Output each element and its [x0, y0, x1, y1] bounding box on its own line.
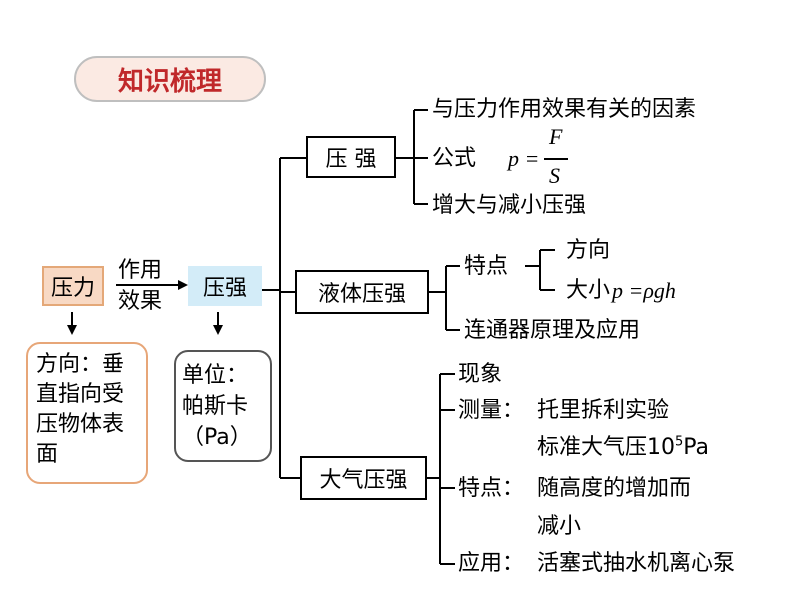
measure-line-2-suffix: Pa — [683, 435, 710, 460]
factors-text: 与压力作用效果有关的因素 — [432, 97, 697, 122]
atmosphere-features-line-1: 随高度的增加而 — [537, 476, 692, 501]
pressure-label: 压强 — [202, 276, 247, 301]
atmosphere-features-label: 特点： — [458, 476, 525, 501]
liquid-pressure-label: 液体压强 — [317, 282, 406, 307]
liquid-features-label: 特点 — [464, 254, 509, 279]
measure-label: 测量： — [458, 398, 525, 423]
measure-line-2-prefix: 标准大气压10 — [537, 435, 675, 460]
atmosphere-features-line-2: 减小 — [537, 514, 582, 539]
liquid-size-label: 大小 — [566, 278, 611, 303]
atmospheric-pressure-label: 大气压强 — [319, 468, 408, 493]
unit-line-1: 单位： — [182, 363, 249, 388]
direction-box: 方向：垂 直指向受 压物体表 面 — [26, 342, 148, 484]
liquid-direction-text: 方向 — [566, 238, 611, 263]
formula-denominator: S — [549, 163, 560, 188]
formula-label: 公式 — [432, 146, 477, 171]
formula-lhs: p = — [508, 146, 540, 171]
force-label: 压力 — [50, 276, 95, 301]
application-text: 活塞式抽水机离心泵 — [537, 551, 736, 576]
direction-line-3: 压物体表 — [36, 412, 125, 437]
direction-line-2: 直指向受 — [36, 382, 125, 407]
atmospheric-pressure-box: 大气压强 — [300, 456, 427, 500]
change-pressure-text: 增大与减小压强 — [432, 193, 587, 218]
phenomenon-text: 现象 — [458, 362, 503, 387]
force-box: 压力 — [42, 266, 104, 306]
measure-line-1: 托里拆利实验 — [537, 398, 670, 423]
direction-line-1: 方向：垂 — [36, 352, 125, 377]
liquid-pressure-box: 液体压强 — [295, 270, 429, 314]
relation-label-line2: 效果 — [118, 289, 163, 314]
unit-line-2: 帕斯卡 — [182, 394, 249, 419]
application-label: 应用： — [458, 551, 525, 576]
title-text: 知识梳理 — [117, 66, 222, 97]
unit-box: 单位： 帕斯卡 （Pa） — [174, 350, 272, 462]
connected-vessels-text: 连通器原理及应用 — [464, 318, 641, 343]
formula-numerator: F — [549, 124, 563, 149]
unit-line-3: （Pa） — [182, 425, 252, 450]
liquid-size-formula: p =ρgh — [612, 278, 676, 303]
title-badge: 知识梳理 — [74, 56, 266, 102]
solid-pressure-box: 压 强 — [306, 136, 396, 178]
direction-line-4: 面 — [36, 442, 59, 467]
measure-line-2-exponent: 5 — [675, 434, 684, 450]
relation-label-line1: 作用 — [118, 258, 163, 283]
solid-pressure-label: 压 强 — [325, 147, 377, 172]
measure-line-2: 标准大气压105Pa — [537, 435, 709, 461]
fraction-bar — [544, 158, 568, 160]
pressure-box: 压强 — [188, 266, 262, 306]
